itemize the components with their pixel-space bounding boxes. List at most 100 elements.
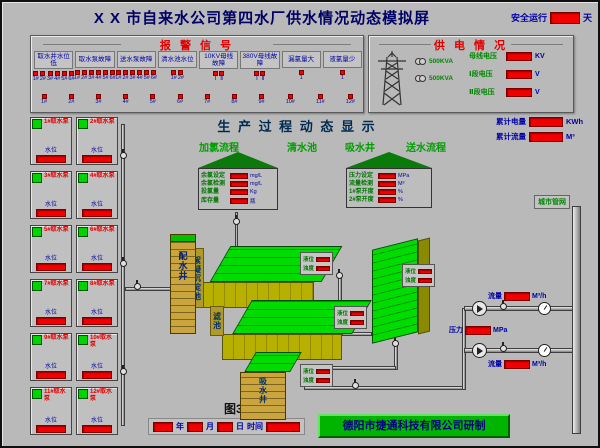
divider	[511, 44, 563, 45]
alarm-lamp-icon	[137, 70, 143, 75]
alarm-indicator: 5#	[61, 71, 67, 82]
meter-display	[504, 359, 530, 369]
alarm-indicator-number: 6#	[150, 75, 157, 81]
delivery-pump-icon	[472, 301, 487, 316]
tank-reading: 液位	[405, 267, 433, 275]
house-reading-unit: %	[398, 189, 403, 195]
pump-level-row: 水位	[32, 145, 70, 163]
alarm-indicator-number: 1#	[32, 76, 39, 82]
water-level-label: 水位	[90, 364, 103, 370]
alarm-lamp-icon	[61, 71, 67, 76]
alarm-indicator-number: 1#	[41, 99, 48, 105]
pump-level-row: 水位	[78, 307, 116, 325]
pump-icon	[32, 173, 42, 183]
water-level-display	[36, 155, 66, 163]
pump-icon	[78, 281, 88, 291]
total-energy-unit: KWh	[566, 117, 584, 126]
alarm-indicator: 6#	[110, 70, 116, 81]
alarm-indicator: 4#	[123, 94, 129, 105]
total-energy-display	[529, 116, 563, 127]
water-level-label: 水位	[44, 148, 57, 154]
alarm-lamp-icon	[68, 71, 74, 76]
house-reading-label: 投氯量	[201, 189, 220, 195]
process-title: 生 产 过 程 动 态 显 示	[217, 119, 377, 134]
total-flow-unit: M³	[566, 132, 575, 141]
house-reading-unit: 瓶	[250, 199, 256, 205]
alarm-indicator: 6#	[151, 70, 157, 81]
pump-level-row: 水位	[78, 145, 116, 163]
transformer: 500KVA	[415, 58, 453, 65]
tank-reading-display	[316, 368, 331, 374]
alarm-lamp-icon	[33, 71, 39, 76]
pump-icon	[32, 335, 42, 345]
alarm-group-label: 取水泵故障	[75, 51, 115, 68]
alarm-lamp-icon	[68, 94, 74, 99]
house-reading-unit: M³	[398, 181, 405, 187]
alarm-lamp-icon	[150, 94, 156, 99]
filter-tank-label: 滤池	[212, 312, 222, 330]
alarm-lamp-icon	[260, 71, 266, 76]
alarm-indicator-number: 9#	[258, 99, 265, 105]
alarm-indicator-number: 2#	[81, 75, 88, 81]
tank-reading-display	[418, 277, 433, 283]
alarm-indicator: 3#	[88, 70, 94, 81]
alarm-group-label: 液氯量少	[322, 51, 362, 68]
alarm-indicator: 7#	[204, 94, 210, 105]
alarm-indicator: 3#	[47, 71, 53, 82]
alarm-indicator: 3#	[130, 70, 136, 81]
alarm-group-label: 送水泵故障	[116, 51, 156, 68]
power-reading-display	[506, 87, 532, 97]
tank-reading-label: 液位	[303, 257, 315, 263]
pump-unit: 9#取水泵水位	[30, 333, 72, 381]
tank-reading: 液位	[303, 367, 331, 375]
alarm-lamp-icon	[231, 94, 237, 99]
water-level-label: 水位	[44, 364, 57, 370]
alarm-lamp-icon	[123, 94, 129, 99]
pipe-city-main	[572, 206, 581, 434]
alarm-indicator: 4#	[137, 70, 143, 81]
pump-icon	[78, 119, 88, 129]
pump-icon	[78, 389, 88, 399]
pressure-meter: 压力 MPa	[449, 325, 507, 335]
water-level-label: 水位	[44, 310, 57, 316]
alarm-lamp-icon	[213, 71, 219, 76]
water-level-label: 水位	[90, 310, 103, 316]
house-reading-label: 流量检测	[349, 181, 374, 187]
transformer-coil-icon	[419, 58, 426, 65]
pump-unit-header: 9#取水泵	[32, 335, 70, 345]
pipe-to-distribution-well	[125, 287, 171, 291]
pump-level-row: 水位	[32, 307, 70, 325]
power-reading-unit: V	[535, 88, 540, 96]
alarm-indicator-number: 6#	[109, 75, 116, 81]
tank-cap	[171, 235, 195, 242]
alarm-lamp-icon	[339, 70, 345, 75]
pump-unit-header: 2#取水泵	[78, 119, 116, 129]
tank-reading-display	[316, 256, 331, 262]
alarm-indicator-number: 5#	[149, 99, 156, 105]
tank-reading-label: 浊度	[303, 266, 315, 272]
alarm-group-label: 清水池水位	[157, 51, 197, 68]
alarm-indicator: 6#	[177, 94, 183, 105]
alarm-indicator-row2: 1#2#3#4#5#6#7#8#9#10#11#12#	[41, 94, 355, 105]
alarm-lamp-icon	[259, 94, 265, 99]
water-level-display	[36, 263, 66, 271]
flow-meter-lower: 流量 M³/h	[488, 359, 546, 369]
valve-icon	[233, 215, 240, 225]
water-level-display	[82, 155, 112, 163]
alarm-lamp-icon	[103, 70, 109, 75]
pump-label: 11#取水泵	[44, 389, 66, 402]
alarm-indicator: 3#	[95, 94, 102, 105]
house-reading-display	[230, 189, 248, 195]
alarm-lamp-icon	[41, 94, 47, 99]
power-reading-display	[506, 69, 532, 79]
alarm-indicator-number: 3#	[95, 99, 102, 105]
